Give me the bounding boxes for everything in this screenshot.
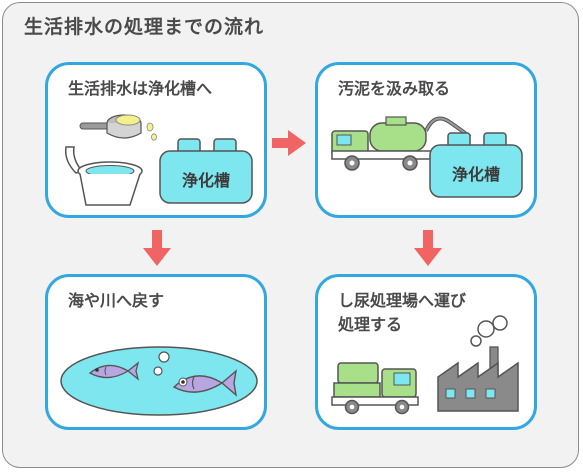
step-label-2: 汚泥を汲み取る bbox=[338, 79, 451, 98]
step-label-3: 海や川へ戻す bbox=[68, 291, 165, 310]
arrow-right-icon bbox=[272, 130, 306, 156]
pond-with-fish-icon bbox=[60, 346, 258, 416]
diagram-title: 生活排水の処理までの流れ bbox=[24, 16, 265, 38]
factory-icon bbox=[437, 315, 519, 412]
step-box-sludge: 汚泥を汲み取る 浄化槽 bbox=[315, 62, 537, 218]
frying-pan-icon bbox=[79, 114, 157, 141]
tank-truck-icon bbox=[331, 362, 419, 415]
septic-tank-icon-2 bbox=[429, 132, 523, 198]
step-label-4: し尿処理場へ運び 処理する bbox=[338, 291, 467, 334]
septic-tank-label-2: 浄化槽 bbox=[451, 165, 500, 184]
arrow-down-icon-left bbox=[143, 230, 171, 266]
step-box-treatment-plant: し尿処理場へ運び 処理する bbox=[315, 274, 537, 430]
small-fish-icon bbox=[88, 361, 140, 381]
toilet-icon bbox=[64, 146, 143, 206]
large-fish-icon bbox=[172, 369, 238, 397]
septic-tank-label: 浄化槽 bbox=[181, 171, 230, 190]
step-label-1: 生活排水は浄化槽へ bbox=[68, 79, 213, 98]
arrow-down-icon-right bbox=[414, 230, 442, 266]
step-box-sea-river: 海や川へ戻す bbox=[45, 274, 267, 430]
septic-tank-icon bbox=[159, 138, 253, 204]
step-box-septic-tank: 生活排水は浄化槽へ 浄化槽 bbox=[45, 62, 267, 218]
